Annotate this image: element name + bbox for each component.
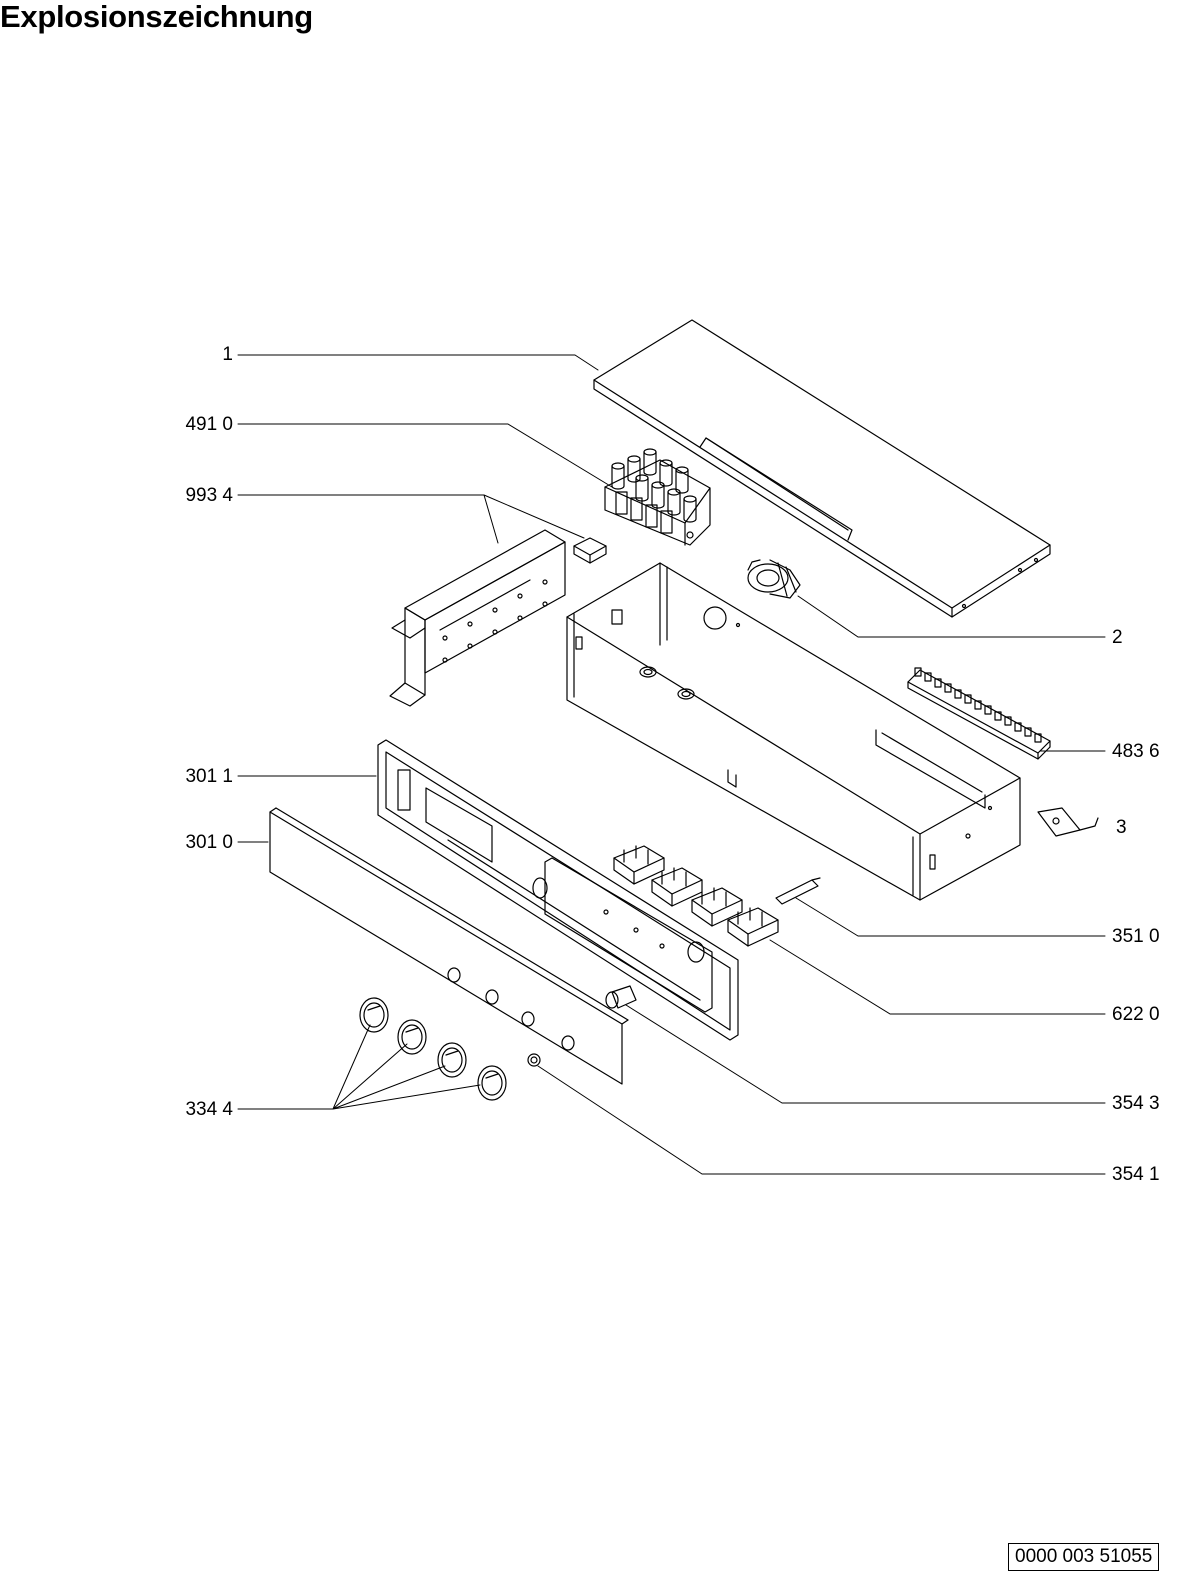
leader-334-4: [237, 1024, 481, 1110]
leader-lines: [237, 354, 1106, 1175]
part-indicator-354-1: [527, 1053, 541, 1067]
part-labels: 1 491 0 993 4 2 483 6 301 1 3 301 0 351 …: [185, 344, 1159, 1185]
part-front-fascia-301-0: [269, 807, 629, 1085]
knob: [397, 1019, 427, 1055]
part-label-3: 3: [1116, 817, 1127, 838]
part-lamp-354-3: [605, 985, 637, 1009]
leader-491-0: [237, 423, 613, 488]
part-cable-gland-2: [747, 559, 801, 599]
switch-block: [651, 867, 703, 907]
part-terminal-strip-483-6: [907, 667, 1051, 760]
part-label-993-4: 993 4: [185, 485, 233, 506]
part-top-cover: [593, 319, 1051, 618]
terminal-strip-posts: [914, 667, 1042, 743]
part-label-334-4: 334 4: [185, 1099, 233, 1120]
knob: [359, 997, 389, 1033]
part-switch-blocks-622-0: [613, 845, 779, 947]
part-bracket-3: [1037, 807, 1099, 837]
leader-354-1: [537, 1065, 1106, 1175]
part-label-301-1: 301 1: [185, 766, 233, 787]
part-label-354-1: 354 1: [1112, 1164, 1160, 1185]
leader-2: [797, 595, 1106, 638]
leader-993-4: [237, 494, 585, 544]
part-component-351-0: [775, 877, 821, 905]
part-label-1: 1: [222, 344, 233, 365]
part-terminal-block-491-0: [604, 448, 711, 546]
leader-622-0: [769, 939, 1106, 1015]
part-label-354-3: 354 3: [1112, 1093, 1160, 1114]
switch-block: [691, 887, 743, 927]
leader-354-3: [625, 1004, 1106, 1104]
document-number: 0000 003 51055: [1008, 1543, 1160, 1571]
part-housing-box: [566, 562, 1021, 901]
part-label-351-0: 351 0: [1112, 926, 1160, 947]
part-knobs-334-4: [359, 997, 507, 1101]
page-title: Explosionszeichnung: [0, 0, 313, 34]
part-label-622-0: 622 0: [1112, 1004, 1160, 1025]
part-label-491-0: 491 0: [185, 414, 233, 435]
part-label-483-6: 483 6: [1112, 741, 1160, 762]
part-label-2: 2: [1112, 627, 1123, 648]
leader-1: [237, 354, 599, 371]
knob: [477, 1065, 507, 1101]
part-panel-frame-301-1: [377, 739, 739, 1041]
leader-351-0: [795, 897, 1106, 937]
switch-block: [727, 907, 779, 947]
part-label-301-0: 301 0: [185, 832, 233, 853]
part-bracket-993-4: [389, 529, 607, 707]
switch-block: [613, 845, 665, 885]
knob: [437, 1042, 467, 1078]
